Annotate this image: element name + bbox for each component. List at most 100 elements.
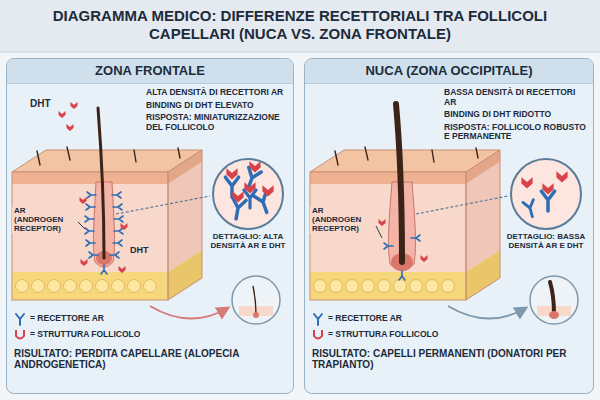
dht-glyph [226,168,237,179]
follicle-icon [16,330,24,339]
follicle-bulb [549,311,559,319]
title-band [0,0,600,52]
panel-ground [6,58,294,394]
dht-glyph [80,197,87,204]
diagram-title: DIAGRAMMA MEDICO: DIFFERENZE RECETTORIAL… [40,7,560,43]
detail-leader [416,196,508,214]
dht-glyph [67,124,74,131]
dht-glyph [71,102,78,109]
legend-row: = STRUTTURA FOLLICOLO [14,328,140,342]
callout-caption: DETTAGLIO: ALTA DENSITÀ AR E DHT [207,233,289,251]
dht-glyph [262,185,273,196]
detail-ground [212,158,282,228]
detail-occipital-art [510,158,580,228]
result-text: RISULTATO: CAPELLI PERMANENTI (DONATORI … [312,348,586,370]
panel-heading: NUCA (ZONA OCCIPITALE) [305,59,593,84]
dht-glyph [556,171,567,182]
dht-glyph [59,111,66,118]
detail-outline [207,157,289,233]
receptor-glyph [399,271,405,280]
receptor-icon [314,314,322,325]
receptor-glyph [110,252,119,258]
hair-shaft [396,104,402,262]
callout-caption: DETTAGLIO: BASSA DENSITÀ AR E DHT [505,233,587,251]
receptor-glyph [86,240,95,246]
result-arrow [448,306,526,319]
receptor-glyph [113,240,122,246]
result-circle [232,276,280,324]
info-text: ALTA DENSITÀ DI RECETTORI AR [146,88,290,98]
dht-glyph [379,219,386,226]
dht-glyph [421,255,428,262]
detail-callout: DETTAGLIO: BASSA DENSITÀ AR E DHT [505,157,587,253]
receptor-glyph [85,228,94,234]
receptor-glyph [225,177,238,197]
follicle-icon [14,328,26,342]
info-text: RISPOSTA: MINIATURIZZAZIONE DEL FOLLICOL… [146,113,290,132]
result-occipital-art [448,276,578,324]
legend-row: = STRUTTURA FOLLICOLO [312,328,438,342]
dht-glyph [542,183,553,194]
dht-glyph [232,191,243,202]
dht-glyph [119,266,126,273]
receptor-label: AR (ANDROGEN RECEPTOR) [310,206,374,235]
dht-glyph [244,182,255,193]
panel-ground [304,58,594,394]
detail-ground [510,158,580,228]
receptor-glyph [89,252,98,258]
dht-glyph [121,223,128,230]
receptor-icon [14,312,26,326]
dht-glyph [81,259,88,266]
thick-hair [550,282,554,314]
skin-block [310,147,500,300]
leader-line [376,226,382,238]
follicle-icon [314,330,322,339]
receptor-label: AR (ANDROGEN RECEPTOR) [12,206,76,235]
legend-text: = STRUTTURA FOLLICOLO [328,330,438,340]
receptor-glyph [384,243,393,249]
result-arrow [150,306,228,319]
receptor-glyph [85,216,94,222]
legend-row: = RECETTORE AR [14,312,104,326]
receptor-glyph [114,228,123,234]
skin-block [12,147,202,300]
info-text: BASSA DENSITÀ DI RECETTORI AR [444,88,588,107]
legend-row: = RECETTORE AR [312,312,402,326]
receptor-glyph [113,204,122,210]
legend-text: = STRUTTURA FOLLICOLO [30,330,140,340]
info-text: RISPOSTA: FOLLICOLO ROBUSTO E PERMANENTE [444,123,588,142]
detail-circle [213,159,283,229]
receptor-glyph [114,216,123,222]
receptor-glyph [254,191,273,214]
follicle-bulb [253,312,259,318]
dht-label: DHT [30,98,51,109]
receptor-icon [312,312,324,326]
detail-circle [511,159,581,229]
result-frontal-art [150,276,280,324]
receptor-glyph [411,235,420,241]
detail-leader [116,196,210,214]
hair-shaft [98,108,104,258]
detail-frontal-art [212,158,282,228]
leader-line [78,222,85,229]
detail-outline [505,157,587,233]
legend-text: = RECETTORE AR [30,314,104,324]
dht-label: DHT [128,244,151,256]
follicle-icon [312,328,324,342]
receptor-glyph [523,200,538,218]
receptor-glyph [112,192,121,198]
title-rule [0,52,600,53]
receptor-glyph [101,265,107,274]
info-text: BINDING DI DHT RIDOTTO [444,110,588,120]
dht-glyph [521,177,532,188]
thin-hair [253,286,256,314]
result-text: RISULTATO: PERDITA CAPELLARE (ALOPECIA A… [14,348,288,370]
receptor-icon [16,314,24,325]
receptor-glyph [86,204,95,210]
receptor-glyph [87,192,96,198]
detail-callout: DETTAGLIO: ALTA DENSITÀ AR E DHT [207,157,289,253]
legend-text: = RECETTORE AR [328,314,402,324]
panel-heading: ZONA FRONTALE [7,59,293,84]
